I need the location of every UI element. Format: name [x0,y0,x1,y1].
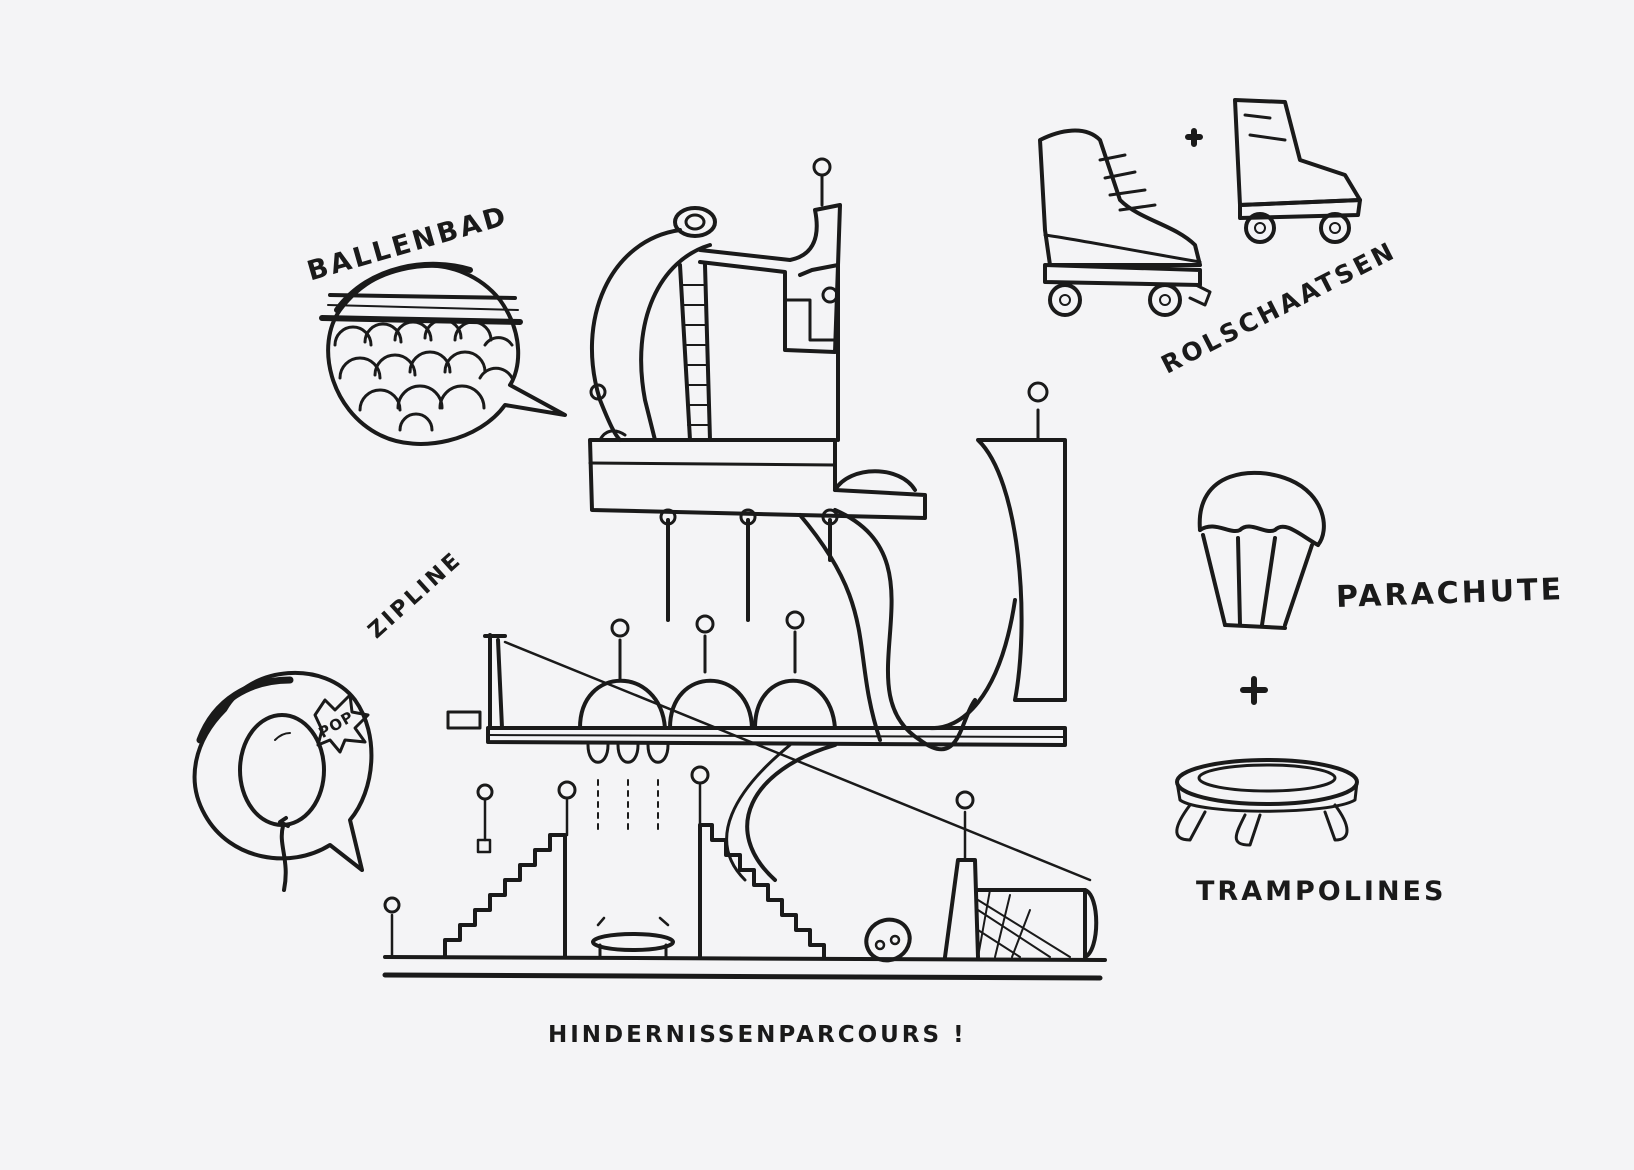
pop-burst-icon [313,693,370,754]
trampoline-icon [1175,758,1359,847]
play-tower [382,157,1107,981]
plus-icon [1185,128,1203,147]
hindernissen-label: HINDERNISSENPARCOURS ! [548,1022,967,1048]
balloon-icon [238,713,326,827]
plus-icon [1240,676,1268,705]
ball-icon [333,318,514,432]
ballenbad-bubble [319,261,567,446]
roller-skates [1038,98,1362,317]
parachute-icon [1197,470,1326,630]
balloon-bubble [192,670,374,892]
trampolines-label: TRAMPOLINES [1196,876,1447,907]
